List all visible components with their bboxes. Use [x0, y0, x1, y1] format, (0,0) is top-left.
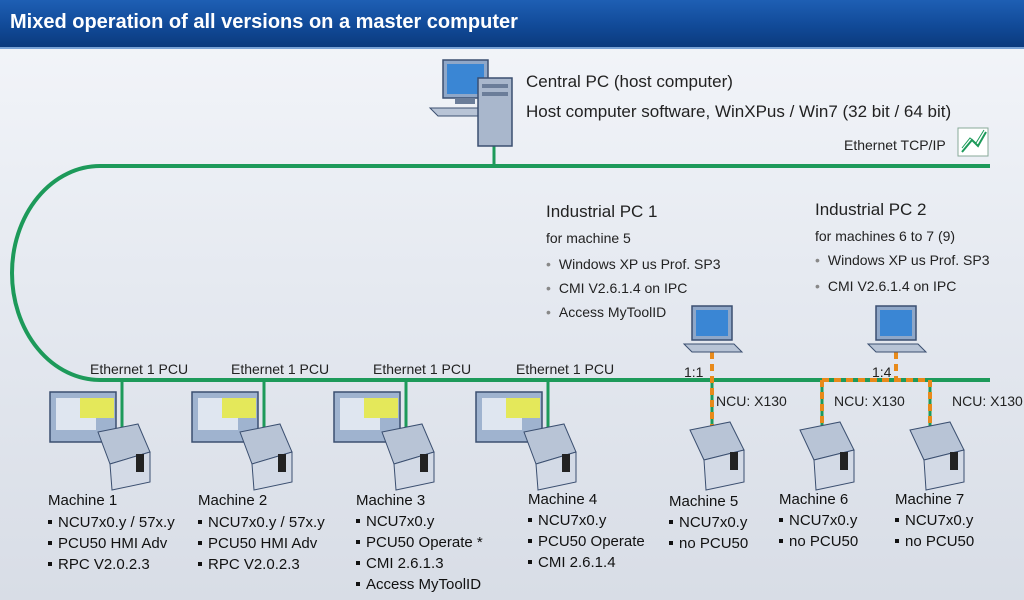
machine-4-item: NCU7x0.y — [528, 512, 606, 529]
ipc1-monitor-icon — [682, 305, 744, 353]
machine-2-name: Machine 2 — [198, 492, 268, 509]
machine-1-item: PCU50 HMI Adv — [48, 535, 167, 552]
ethernet-logo-icon — [957, 127, 989, 157]
machine-4-item: CMI 2.6.1.4 — [528, 554, 616, 571]
machine-3-item: PCU50 Operate * — [356, 534, 483, 551]
machine-6-item: no PCU50 — [779, 533, 858, 550]
ipc1-item: •Access MyToolID — [546, 304, 667, 320]
central-pc-icon — [428, 59, 513, 147]
machine-2-item: PCU50 HMI Adv — [198, 535, 317, 552]
machine-5-item: NCU7x0.y — [669, 514, 747, 531]
machine-6-icon — [799, 421, 855, 491]
title-bar: Mixed operation of all versions on a mas… — [0, 0, 1024, 49]
machine-1-item: RPC V2.0.2.3 — [48, 556, 150, 573]
ethernet-tcpip-label: Ethernet TCP/IP — [844, 137, 946, 153]
machine-4-icon — [475, 391, 577, 491]
ethernet-pcu-label: Ethernet 1 PCU — [90, 361, 189, 377]
machine-3-item: CMI 2.6.1.3 — [356, 555, 444, 572]
machine-4-name: Machine 4 — [528, 491, 598, 508]
machine-6-name: Machine 6 — [779, 491, 849, 508]
ipc2-subtitle: for machines 6 to 7 (9) — [815, 228, 956, 244]
machine-5-item: no PCU50 — [669, 535, 748, 552]
ncu-x130-label: NCU: X130 — [834, 393, 905, 409]
machine-5-icon — [689, 421, 745, 491]
machine-3-item: Access MyToolID — [356, 576, 481, 593]
ipc2-title: Industrial PC 2 — [815, 200, 927, 219]
machine-2-item: RPC V2.0.2.3 — [198, 556, 300, 573]
machine-2-icon — [191, 391, 293, 491]
ipc2-item: •Windows XP us Prof. SP3 — [815, 252, 990, 268]
machine-3-item: NCU7x0.y — [356, 513, 434, 530]
machine-7-icon — [909, 421, 965, 491]
ipc2-ratio: 1:4 — [872, 364, 892, 380]
machine-1-icon — [49, 391, 151, 491]
ipc1-subtitle: for machine 5 — [546, 230, 631, 246]
machine-3-name: Machine 3 — [356, 492, 426, 509]
ipc2-item: •CMI V2.6.1.4 on IPC — [815, 278, 957, 294]
central-pc-software: Host computer software, WinXPus / Win7 (… — [526, 102, 952, 121]
machine-4-item: PCU50 Operate — [528, 533, 645, 550]
ipc1-title: Industrial PC 1 — [546, 202, 658, 221]
ipc2-monitor-icon — [866, 305, 928, 353]
ipc1-item: •CMI V2.6.1.4 on IPC — [546, 280, 688, 296]
ipc1-item: •Windows XP us Prof. SP3 — [546, 256, 721, 272]
ipc2-dashed-link — [820, 352, 932, 430]
ipc1-ratio: 1:1 — [684, 364, 704, 380]
machine-2-item: NCU7x0.y / 57x.y — [198, 514, 325, 531]
ethernet-pcu-label: Ethernet 1 PCU — [373, 361, 472, 377]
machine-7-name: Machine 7 — [895, 491, 965, 508]
page-title: Mixed operation of all versions on a mas… — [10, 11, 518, 33]
machine-7-item: no PCU50 — [895, 533, 974, 550]
ncu-x130-label: NCU: X130 — [716, 393, 787, 409]
ethernet-pcu-label: Ethernet 1 PCU — [516, 361, 615, 377]
machine-1-name: Machine 1 — [48, 492, 118, 509]
machine-1-item: NCU7x0.y / 57x.y — [48, 514, 175, 531]
ncu-x130-label: NCU: X130 — [952, 393, 1023, 409]
machine-3-icon — [333, 391, 435, 491]
machine-6-item: NCU7x0.y — [779, 512, 857, 529]
ethernet-pcu-label: Ethernet 1 PCU — [231, 361, 330, 377]
ethernet-tcpip-bus — [10, 164, 990, 382]
central-pc-title: Central PC (host computer) — [526, 72, 733, 91]
machine-5-name: Machine 5 — [669, 493, 739, 510]
machine-7-item: NCU7x0.y — [895, 512, 973, 529]
